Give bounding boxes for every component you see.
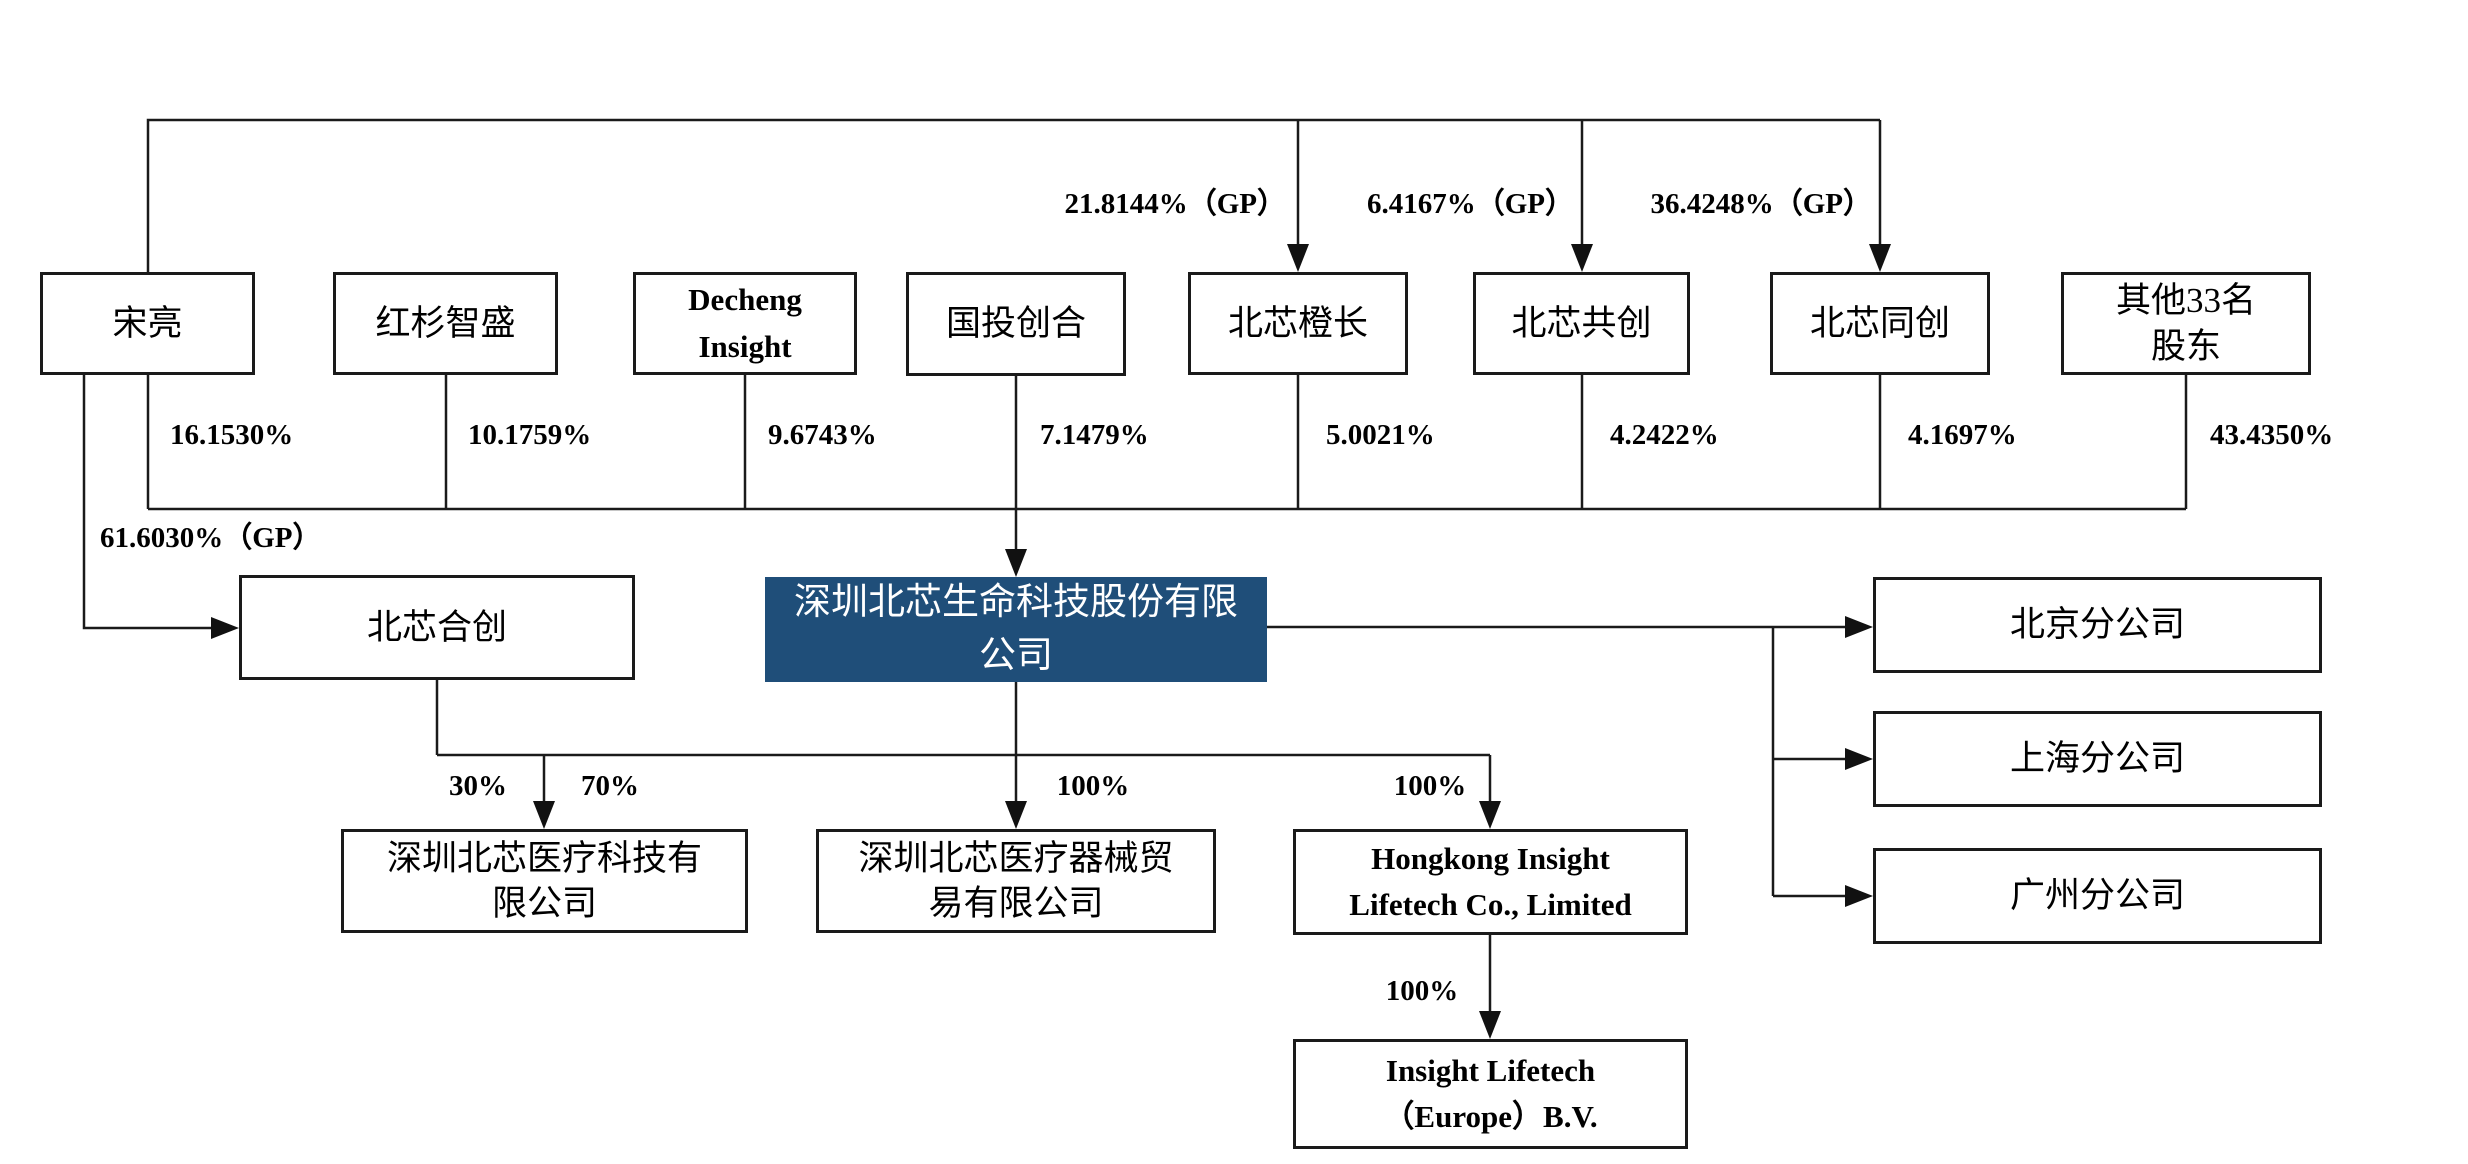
shareholder-box-hongshan: 红杉智盛	[333, 272, 558, 375]
pct-medtech-70: 70%	[581, 770, 639, 802]
shareholder-box-songliang: 宋亮	[40, 272, 255, 375]
subsidiary-name-line2: （Europe）B.V.	[1383, 1099, 1598, 1134]
pct-europe-100: 100%	[1385, 975, 1459, 1007]
company-name-line2: 公司	[979, 634, 1053, 676]
platform-name: 北芯合创	[366, 607, 507, 647]
pct-trading-100: 100%	[1056, 770, 1130, 802]
pct-medtech-30: 30%	[449, 770, 507, 802]
subsidiary-name-line1: Hongkong Insight	[1371, 840, 1610, 876]
subsidiary-name-line1: 深圳北芯医疗科技有	[386, 838, 702, 878]
pct-gongchuang: 4.2422%	[1610, 419, 1719, 451]
subsidiary-name-line1: Insight Lifetech	[1385, 1052, 1596, 1088]
shareholder-name: 北芯橙长	[1227, 303, 1368, 343]
gp-percentage-gongchuang: 6.4167%（GP）	[1366, 188, 1574, 220]
platform-box-beixin-hechuang: 北芯合创	[239, 575, 635, 680]
shareholder-box-guotou: 国投创合	[906, 272, 1126, 376]
shareholder-name: 北芯同创	[1809, 303, 1950, 343]
shareholder-box-chengzhang: 北芯橙长	[1188, 272, 1408, 375]
pct-hongshan: 10.1759%	[468, 419, 592, 451]
pct-tongchuang: 4.1697%	[1908, 419, 2017, 451]
company-box-shenzhen-beixin-life-science: 深圳北芯生命科技股份有限 公司	[765, 577, 1267, 682]
arrowheads	[211, 244, 1891, 1039]
subsidiary-box-medtech: 深圳北芯医疗科技有 限公司	[341, 829, 748, 933]
subsidiary-name-line2: 易有限公司	[928, 884, 1104, 923]
pct-guotou: 7.1479%	[1040, 419, 1149, 451]
shareholder-name-line1: Decheng	[688, 282, 802, 317]
pct-songliang: 16.1530%	[170, 419, 294, 451]
branch-name: 广州分公司	[2009, 876, 2185, 916]
gp-percentage-tongchuang: 36.4248%（GP）	[1650, 188, 1872, 220]
shareholder-name: 红杉智盛	[375, 303, 516, 343]
branch-name: 北京分公司	[2009, 605, 2185, 645]
shareholder-name: 宋亮	[112, 303, 183, 343]
subsidiary-name-line2: 限公司	[491, 884, 597, 923]
shareholder-box-decheng: Decheng Insight	[633, 272, 857, 375]
shareholder-name-line2: 股东	[2150, 326, 2221, 366]
shareholder-box-tongchuang: 北芯同创	[1770, 272, 1990, 375]
branch-box-guangzhou: 广州分公司	[1873, 848, 2322, 944]
shareholder-box-other-33-shareholders: 其他33名 股东	[2061, 272, 2311, 375]
branch-name: 上海分公司	[2009, 739, 2185, 779]
shareholder-name-line2: Insight	[698, 328, 792, 364]
subsidiary-name-line2: Lifetech Co., Limited	[1349, 887, 1632, 922]
company-name-line1: 深圳北芯生命科技股份有限	[794, 581, 1238, 623]
shareholder-name: 国投创合	[945, 304, 1086, 344]
subsidiary-box-hongkong-insight-lifetech: Hongkong Insight Lifetech Co., Limited	[1293, 829, 1688, 935]
shareholder-name-line1: 其他33名	[2115, 281, 2256, 320]
subsidiary-box-trading: 深圳北芯医疗器械贸 易有限公司	[816, 829, 1216, 933]
pct-hongkong-100: 100%	[1393, 770, 1467, 802]
shareholder-name: 北芯共创	[1511, 303, 1652, 343]
pct-decheng: 9.6743%	[768, 419, 877, 451]
branch-box-shanghai: 上海分公司	[1873, 711, 2322, 807]
pct-chengzhang: 5.0021%	[1326, 419, 1435, 451]
gp-percentage-chengzhang: 21.8144%（GP）	[1064, 188, 1286, 220]
branch-box-beijing: 北京分公司	[1873, 577, 2322, 673]
gp-percentage-songliang-platform: 61.6030%（GP）	[100, 522, 322, 554]
subsidiary-box-insight-lifetech-europe: Insight Lifetech （Europe）B.V.	[1293, 1039, 1688, 1149]
subsidiary-name-line1: 深圳北芯医疗器械贸	[858, 838, 1174, 878]
pct-others: 43.4350%	[2210, 419, 2334, 451]
shareholder-box-gongchuang: 北芯共创	[1473, 272, 1690, 375]
